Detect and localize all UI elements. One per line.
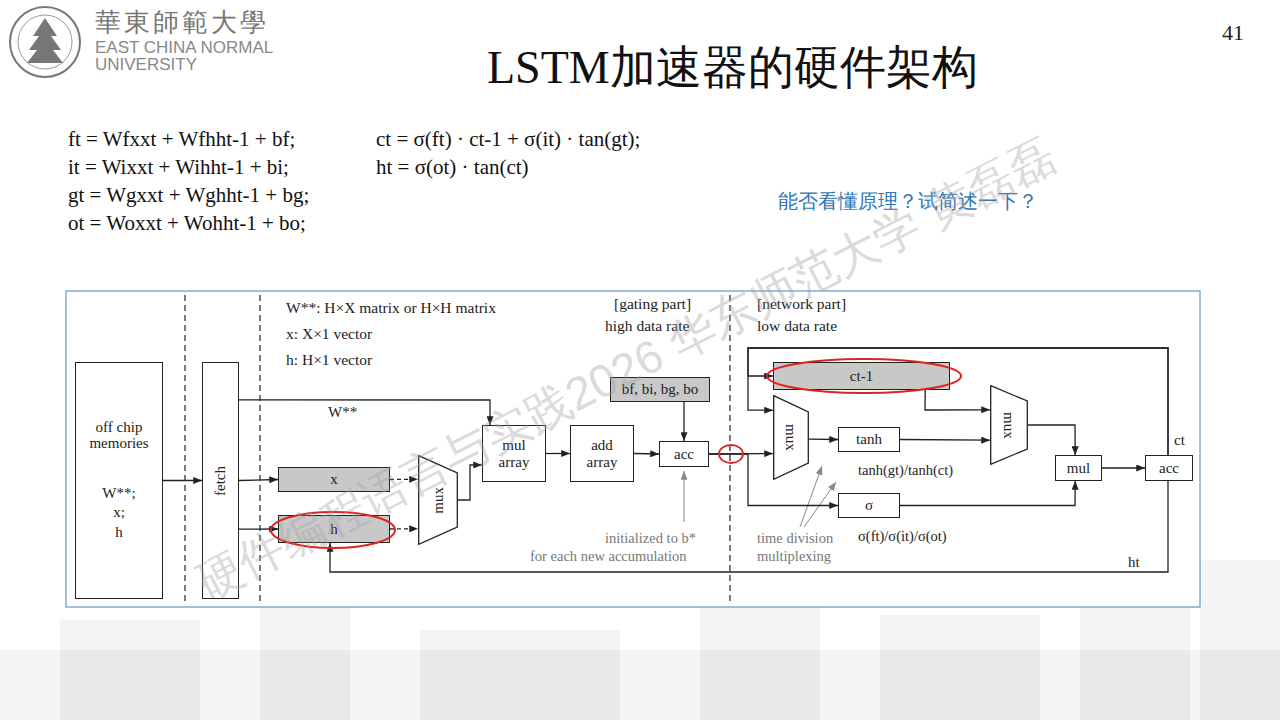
annotation: initialized to b* — [605, 530, 696, 547]
legend-note: x: X×1 vector — [286, 325, 372, 343]
node-text: acc — [668, 446, 700, 463]
red-highlight — [719, 445, 743, 463]
slide-title: LSTM加速器的硬件架构 — [487, 42, 978, 95]
cell-state-register: ct-1 — [773, 362, 950, 390]
connector-label: ct — [1174, 432, 1185, 449]
connector — [546, 453, 570, 454]
building — [1200, 560, 1280, 720]
red-highlight — [767, 359, 961, 393]
node-text: σ — [859, 497, 879, 514]
connector — [925, 390, 990, 410]
emblem-ring — [18, 15, 72, 69]
connector — [748, 348, 1168, 455]
connector — [900, 481, 1075, 506]
connector — [683, 402, 684, 441]
building — [60, 620, 200, 720]
multiplexer: mux — [990, 385, 1028, 465]
section-label: [gating part] — [614, 295, 691, 313]
activation-unit: σ — [838, 493, 900, 518]
node-text: W**; x; h — [89, 484, 149, 543]
adder-array: add array — [570, 425, 634, 482]
university-emblem — [10, 7, 80, 77]
node-text: mux — [1001, 412, 1018, 439]
signal-name: tanh(gt)/tanh(ct) — [858, 462, 953, 479]
logo-text: 華東師範大學 — [95, 8, 269, 38]
node-text: acc — [1153, 460, 1185, 477]
connector — [239, 400, 490, 425]
node-text: off chip memories — [81, 419, 157, 452]
legend-note: h: H×1 vector — [286, 351, 372, 369]
connector — [900, 439, 990, 441]
mux-shape — [419, 456, 458, 545]
connector — [163, 480, 202, 481]
equation: gt = Wgxxt + Wghht-1 + bg; — [68, 183, 309, 207]
page-number: 41 — [1222, 20, 1244, 45]
equation: ft = Wfxxt + Wfhht-1 + bf; — [68, 127, 295, 151]
mux-shape — [991, 386, 1028, 465]
signal-name: σ(ft)/σ(it)/σ(ot) — [858, 528, 947, 545]
mux-shape — [774, 396, 809, 480]
building — [260, 605, 350, 720]
logo-text: EAST CHINA NORMAL — [95, 38, 273, 58]
equation: it = Wixxt + Wihht-1 + bi; — [68, 155, 289, 179]
leader-arrow — [684, 471, 685, 522]
node-text: fetch — [212, 466, 229, 496]
building — [1080, 590, 1190, 720]
connector — [390, 528, 418, 530]
equation: ht = σ(ot) · tan(ct) — [376, 155, 529, 179]
logo-text: UNIVERSITY — [95, 55, 197, 75]
legend-note: W**: H×X matrix or H×H matrix — [286, 299, 496, 317]
annotation: time division — [757, 530, 833, 547]
connector — [1102, 467, 1145, 468]
equation: ot = Woxxt + Wohht-1 + bo; — [68, 211, 306, 235]
connector — [239, 480, 278, 481]
accumulator: acc — [659, 441, 709, 467]
node-text: add array — [571, 437, 633, 470]
building — [700, 600, 820, 720]
connector — [748, 348, 1168, 455]
multiplexer: mux — [773, 395, 809, 480]
node-text: tanh — [850, 431, 888, 448]
connector-label: ht — [1128, 554, 1140, 571]
leader-arrow — [804, 482, 836, 527]
dashed-divider — [184, 295, 185, 605]
emblem-ring — [10, 7, 80, 77]
accumulator: acc — [1145, 455, 1193, 481]
building — [880, 615, 1040, 720]
connector — [809, 439, 838, 441]
multiplier: mul — [1055, 455, 1102, 481]
activation-unit: tanh — [838, 427, 900, 452]
annotation: for each new accumulation — [530, 548, 687, 565]
connector — [634, 453, 659, 455]
equation: ct = σ(ft) · ct-1 + σ(it) · tan(gt); — [376, 127, 640, 151]
annotation: multiplexing — [757, 548, 831, 565]
node-text: ct-1 — [844, 368, 879, 385]
connector-label: W** — [328, 404, 357, 421]
memory-block: off chip memoriesW**; x; h — [75, 362, 163, 599]
emblem-tree — [27, 18, 63, 63]
building — [420, 630, 620, 720]
node-text: mux — [783, 424, 800, 451]
node-text: mul — [1061, 460, 1096, 477]
connector — [1028, 425, 1075, 455]
